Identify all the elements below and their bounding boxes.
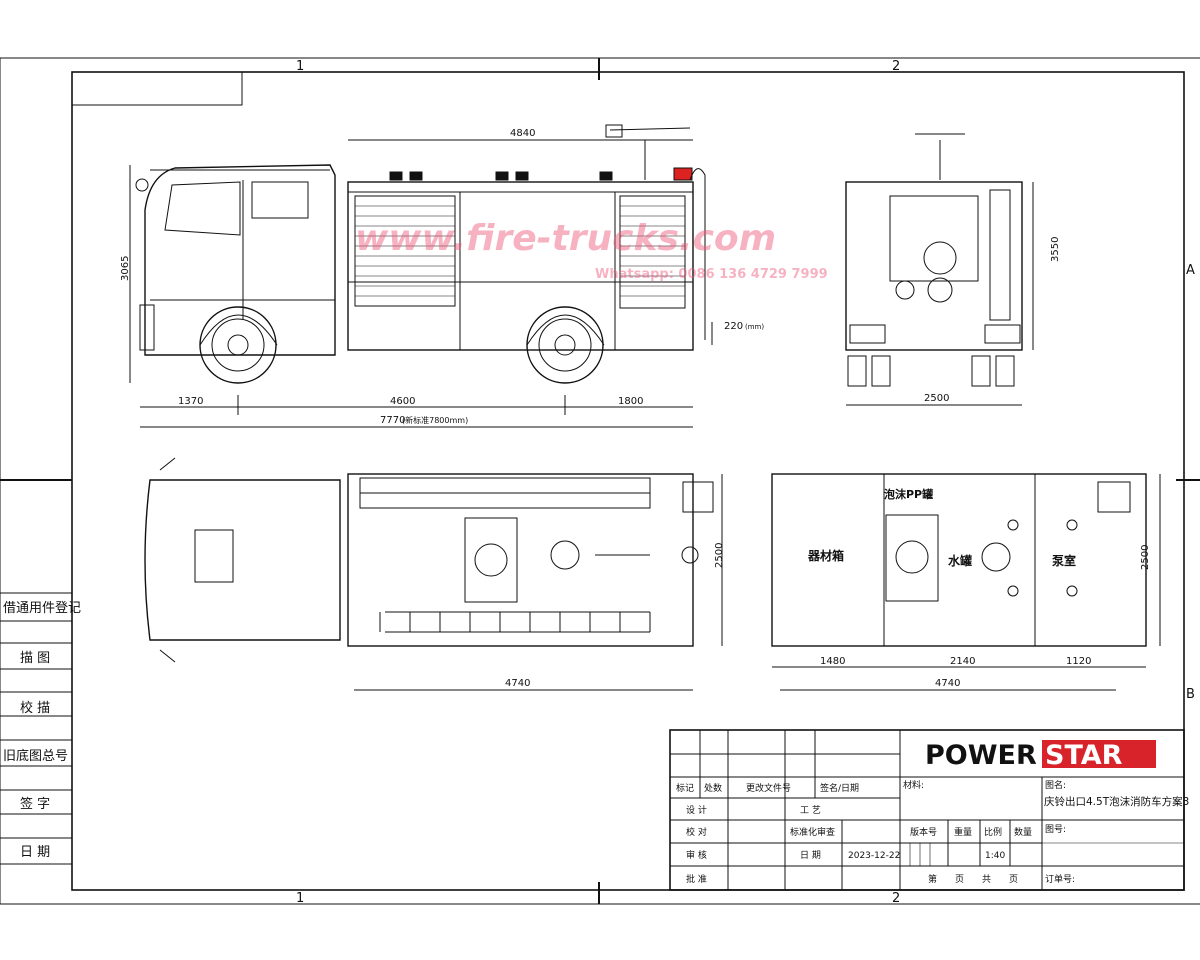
tb-scale: 比例 bbox=[984, 826, 1002, 838]
tb-design: 设 计 bbox=[686, 804, 707, 816]
side-label-date: 日 期 bbox=[20, 845, 50, 860]
grid-bottom-1: 1 bbox=[296, 891, 304, 906]
tb-material: 材料: bbox=[903, 779, 924, 791]
side-label-old-number: 旧底图总号 bbox=[3, 748, 68, 764]
tb-check: 校 对 bbox=[686, 826, 707, 838]
tb-craft: 工 艺 bbox=[800, 805, 821, 816]
tb-mark: 标记 bbox=[676, 782, 694, 794]
layout-plan bbox=[771, 473, 1161, 691]
tb-sheet: 第 页 共 页 bbox=[928, 873, 1018, 885]
tb-audit: 审 核 bbox=[686, 849, 707, 861]
label-equipment-box: 器材箱 bbox=[807, 548, 844, 563]
side-label-borrow: 借通用件登记 bbox=[3, 601, 81, 616]
dim-front-overhang: 1370 bbox=[178, 396, 203, 407]
dim-layout-width: 2500 bbox=[1140, 545, 1151, 570]
tb-order-no-label: 订单号: bbox=[1045, 873, 1075, 885]
dim-ground-clearance-unit: (mm) bbox=[745, 323, 764, 331]
label-foam-tank: 泡沫PP罐 bbox=[884, 487, 933, 501]
tb-date-label: 日 期 bbox=[800, 850, 821, 861]
truck-top-view bbox=[144, 457, 723, 691]
watermark-phone: Whatsapp: 0086 136 4729 7999 bbox=[595, 267, 828, 282]
dim-top-width: 2500 bbox=[714, 543, 725, 568]
dim-ground-clearance: 220 bbox=[724, 321, 743, 332]
dim-wheelbase: 4600 bbox=[390, 396, 415, 407]
dim-layout-seg3: 1120 bbox=[1066, 656, 1091, 667]
title-block bbox=[669, 729, 1185, 891]
dim-layout-seg1: 1480 bbox=[820, 656, 845, 667]
tb-drawing-no-label: 图号: bbox=[1045, 824, 1066, 835]
dim-rear-height: 3550 bbox=[1050, 237, 1061, 262]
label-pump-room: 泵室 bbox=[1052, 553, 1076, 568]
label-water-tank: 水罐 bbox=[948, 553, 972, 568]
logo-star-background bbox=[1042, 740, 1156, 768]
tb-drawing-name-label: 图名: bbox=[1045, 779, 1066, 791]
dim-overall-note: (新标准7800mm) bbox=[402, 415, 468, 425]
truck-rear-view bbox=[845, 133, 1034, 406]
logo-power: POWER bbox=[925, 740, 1037, 771]
tb-std-review: 标准化审查 bbox=[790, 826, 835, 838]
dim-layout-seg2: 2140 bbox=[950, 656, 975, 667]
tb-sign-date: 签名/日期 bbox=[820, 782, 859, 794]
dim-overall: 7770 bbox=[380, 415, 405, 426]
grid-row-b: B bbox=[1186, 687, 1195, 702]
side-label-sign: 签 字 bbox=[20, 796, 50, 812]
logo-star: STAR bbox=[1045, 740, 1123, 771]
tb-version: 版本号 bbox=[910, 826, 937, 838]
grid-bottom-2: 2 bbox=[892, 891, 900, 906]
tb-quantity: 数量 bbox=[1014, 826, 1032, 838]
left-side-table bbox=[0, 592, 72, 865]
tb-change-doc: 更改文件号 bbox=[746, 782, 791, 794]
grid-top-2: 2 bbox=[892, 59, 900, 74]
tb-count: 处数 bbox=[704, 782, 722, 794]
side-label-trace: 描 图 bbox=[20, 651, 50, 666]
dim-height: 3065 bbox=[120, 256, 131, 281]
grid-top-1: 1 bbox=[296, 59, 304, 74]
dim-rear-overhang: 1800 bbox=[618, 396, 643, 407]
dim-top-length: 4840 bbox=[510, 128, 535, 139]
tb-approve: 批 准 bbox=[686, 873, 707, 885]
tb-weight: 重量 bbox=[954, 826, 972, 838]
dim-layout-total: 4740 bbox=[935, 678, 960, 689]
tb-scale-value: 1:40 bbox=[985, 851, 1005, 861]
tb-date-value: 2023-12-22 bbox=[848, 851, 900, 861]
tb-drawing-name: 庆铃出口4.5T泡沫消防车方案3 bbox=[1044, 795, 1189, 808]
watermark-url: www.fire-trucks.com bbox=[355, 218, 776, 259]
truck-side-view bbox=[129, 124, 713, 428]
dim-top-body-length: 4740 bbox=[505, 678, 530, 689]
side-label-check: 校 描 bbox=[20, 700, 50, 716]
dim-rear-width: 2500 bbox=[924, 393, 949, 404]
grid-row-a: A bbox=[1186, 263, 1195, 278]
